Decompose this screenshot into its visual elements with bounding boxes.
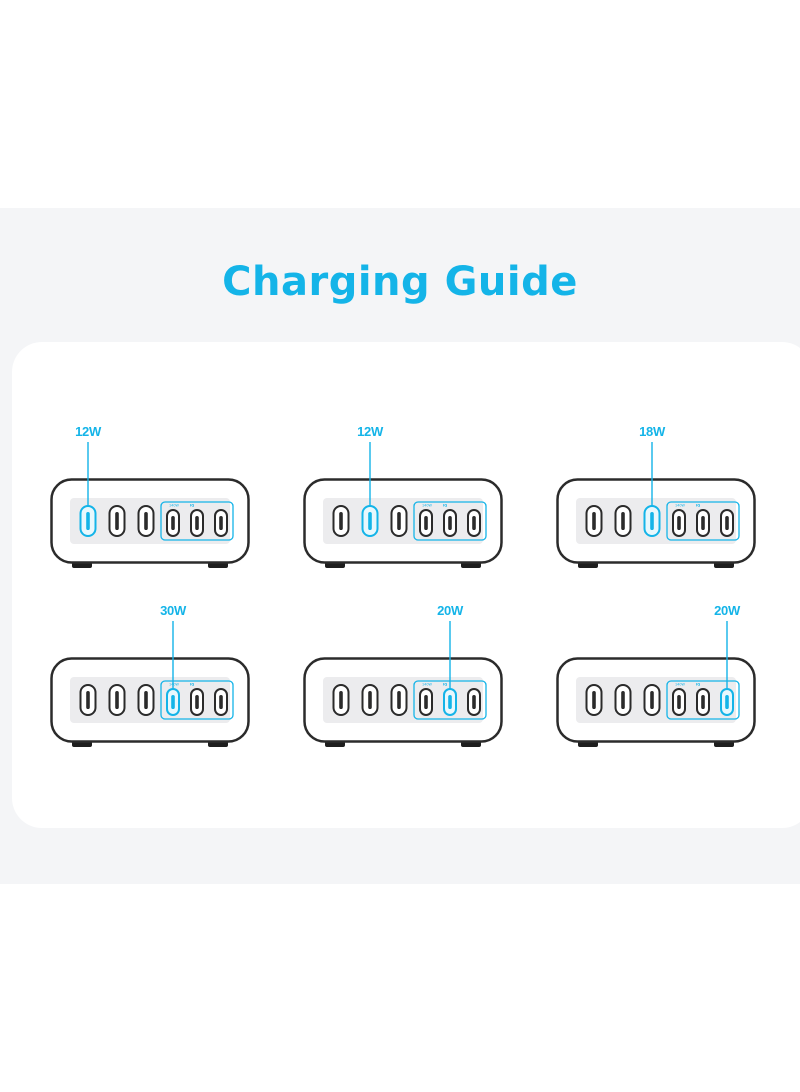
- charger-figure: 140W IQ 18W: [556, 424, 756, 570]
- usb-c-port-slot: [725, 695, 729, 709]
- port-group-frame: [160, 501, 234, 541]
- port-group-frame: [160, 680, 234, 720]
- page-title: Charging Guide: [222, 259, 578, 305]
- charger-figure: 140W IQ 20W: [556, 603, 756, 749]
- usb-c-port-slot: [144, 691, 148, 709]
- charger-figure: 140W IQ 12W: [303, 424, 503, 570]
- usb-c-port-slot: [448, 516, 452, 530]
- usb-c-port-slot: [115, 691, 119, 709]
- usb-c-port-slot: [472, 516, 476, 530]
- usb-c-port-slot: [368, 691, 372, 709]
- usb-c-port-slot: [650, 512, 654, 530]
- usb-c-port-slot: [339, 691, 343, 709]
- charger-drawing: 140W IQ: [50, 442, 250, 568]
- usb-c-port-slot: [86, 512, 90, 530]
- charger-drawing: 140W IQ: [556, 621, 756, 747]
- port-group-tech-label: IQ: [443, 504, 447, 508]
- usb-c-port-slot: [195, 516, 199, 530]
- usb-c-port-slot: [424, 695, 428, 709]
- port-group-power-label: 140W: [169, 683, 179, 687]
- wattage-label: 12W: [357, 424, 383, 439]
- wattage-label: 12W: [75, 424, 101, 439]
- usb-c-port-slot: [115, 512, 119, 530]
- usb-c-port-slot: [701, 516, 705, 530]
- port-group-power-label: 140W: [675, 683, 685, 687]
- charger-drawing: 140W IQ: [50, 621, 250, 747]
- port-group-frame: [666, 680, 740, 720]
- usb-c-port-slot: [397, 512, 401, 530]
- usb-c-port-slot: [219, 695, 223, 709]
- charger-drawing: 140W IQ: [303, 442, 503, 568]
- wattage-label: 18W: [639, 424, 665, 439]
- port-group-tech-label: IQ: [696, 683, 700, 687]
- usb-c-port-slot: [650, 691, 654, 709]
- port-group-power-label: 140W: [675, 504, 685, 508]
- port-group-frame: [666, 501, 740, 541]
- usb-c-port-slot: [621, 512, 625, 530]
- usb-c-port-slot: [144, 512, 148, 530]
- wattage-label: 30W: [160, 603, 186, 618]
- port-group-frame: [413, 501, 487, 541]
- usb-c-port-slot: [397, 691, 401, 709]
- port-group-power-label: 140W: [422, 504, 432, 508]
- port-group-power-label: 140W: [169, 504, 179, 508]
- usb-c-port-slot: [725, 516, 729, 530]
- charger-figure: 140W IQ 30W: [50, 603, 250, 749]
- port-group-tech-label: IQ: [190, 504, 194, 508]
- usb-c-port-slot: [86, 691, 90, 709]
- charger-drawing: 140W IQ: [303, 621, 503, 747]
- usb-c-port-slot: [677, 516, 681, 530]
- port-group-power-label: 140W: [422, 683, 432, 687]
- charger-figure: 140W IQ 12W: [50, 424, 250, 570]
- usb-c-port-slot: [621, 691, 625, 709]
- content-panel: [12, 342, 800, 828]
- usb-c-port-slot: [368, 512, 372, 530]
- port-group-tech-label: IQ: [696, 504, 700, 508]
- port-group-tech-label: IQ: [443, 683, 447, 687]
- usb-c-port-slot: [677, 695, 681, 709]
- charger-drawing: 140W IQ: [556, 442, 756, 568]
- usb-c-port-slot: [195, 695, 199, 709]
- wattage-label: 20W: [437, 603, 463, 618]
- port-group-tech-label: IQ: [190, 683, 194, 687]
- wattage-label: 20W: [714, 603, 740, 618]
- charger-figure: 140W IQ 20W: [303, 603, 503, 749]
- usb-c-port-slot: [171, 516, 175, 530]
- usb-c-port-slot: [472, 695, 476, 709]
- usb-c-port-slot: [424, 516, 428, 530]
- usb-c-port-slot: [701, 695, 705, 709]
- usb-c-port-slot: [339, 512, 343, 530]
- usb-c-port-slot: [219, 516, 223, 530]
- usb-c-port-slot: [592, 512, 596, 530]
- usb-c-port-slot: [448, 695, 452, 709]
- usb-c-port-slot: [592, 691, 596, 709]
- usb-c-port-slot: [171, 695, 175, 709]
